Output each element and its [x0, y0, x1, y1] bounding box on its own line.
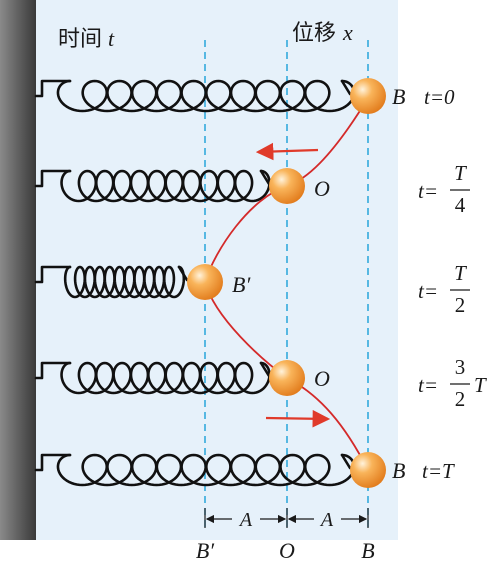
amplitude-label-left: A: [238, 509, 253, 531]
ball-t-half: [187, 264, 223, 300]
ball-t0: [350, 78, 386, 114]
spring-row5-lead: [34, 453, 72, 472]
fraction-suffix-row4: T: [474, 373, 487, 397]
wall: [0, 0, 36, 540]
velocity-arrow-left: [255, 142, 319, 161]
fraction-den-row3: 2: [455, 293, 466, 317]
position-label-row1: B: [392, 84, 405, 109]
spring-row2-tail: [259, 169, 271, 186]
time-label-row5: t=T: [422, 459, 455, 483]
velocity-arrow-right: [265, 409, 331, 428]
spring-row4-tail: [259, 361, 271, 378]
spring-row5-tail: [340, 453, 352, 470]
spring-row2-lead: [34, 169, 72, 188]
spring-row3-coil: [63, 265, 186, 299]
displacement-axis-label: 位移: [292, 20, 336, 45]
ball-t-period: [350, 452, 386, 488]
time-axis-label: 时间: [58, 26, 102, 51]
fraction-num-row4: 3: [455, 355, 466, 379]
ball-t-three-halves: [269, 360, 305, 396]
bottom-label-b: B: [361, 538, 374, 563]
time-label-row4: t= 3 2 T: [418, 355, 487, 411]
bottom-label-o: O: [279, 538, 295, 563]
time-label-row3: t= T 2: [418, 261, 470, 317]
time-prefix-row4: t=: [418, 373, 438, 397]
position-label-row4: O: [314, 366, 330, 391]
displacement-axis-var: x: [342, 20, 353, 45]
position-label-row2: O: [314, 176, 330, 201]
position-label-row5: B: [392, 458, 405, 483]
time-label-row2: t= T 4: [418, 161, 470, 217]
spring-row4-lead: [34, 361, 72, 380]
spring-row1-lead: [34, 79, 72, 98]
time-prefix-row2: t=: [418, 179, 438, 203]
spring-row1-tail: [340, 79, 352, 96]
amplitude-dimension: A A: [204, 508, 369, 531]
spring-row3-lead: [34, 265, 72, 284]
spring-row1-coil: [56, 79, 356, 113]
springs: [34, 79, 356, 487]
fraction-den-row2: 4: [455, 193, 466, 217]
spring-row2-coil: [60, 169, 271, 203]
ball-t-quarter: [269, 168, 305, 204]
time-prefix-row3: t=: [418, 279, 438, 303]
fraction-num-row3: T: [454, 261, 467, 285]
spring-row4-coil: [60, 361, 271, 395]
spring-row3-tail: [177, 265, 189, 282]
time-label-row1: t=0: [424, 85, 455, 109]
position-label-row3: B′: [232, 272, 251, 297]
amplitude-label-right: A: [319, 509, 334, 531]
spring-row5-coil: [56, 453, 356, 487]
fraction-num-row2: T: [454, 161, 467, 185]
bottom-label-b-prime: B′: [196, 538, 215, 563]
time-axis-var: t: [108, 26, 115, 51]
fraction-den-row4: 2: [455, 387, 466, 411]
